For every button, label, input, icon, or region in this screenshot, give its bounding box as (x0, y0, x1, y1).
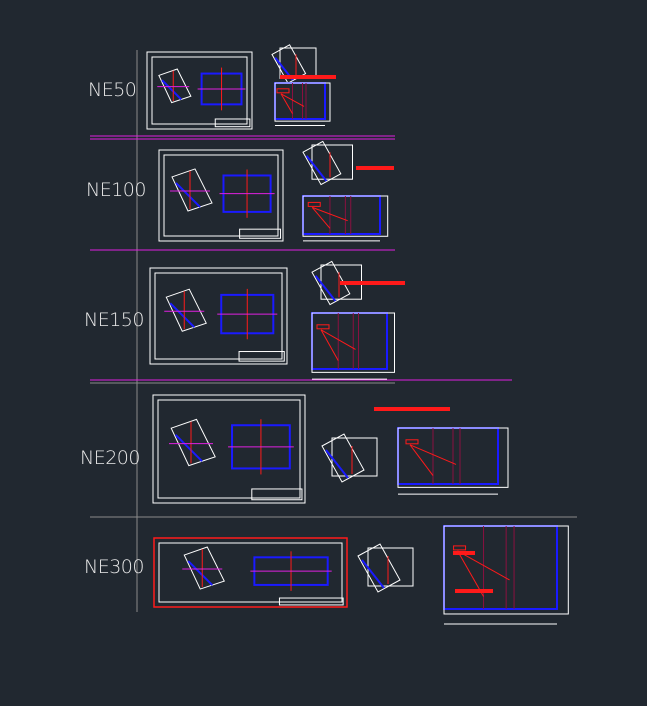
blue-edge (305, 155, 328, 182)
red-note (276, 88, 290, 94)
blue-edge (187, 560, 213, 586)
leader-line (280, 93, 293, 114)
drawing-frame (158, 149, 284, 242)
red-annotation-note (455, 589, 493, 593)
red-annotation-note (340, 281, 405, 285)
red-note (307, 201, 321, 207)
development-view (397, 427, 499, 485)
leader-line (280, 93, 305, 107)
drawing-border (158, 542, 343, 603)
leader-line (409, 444, 434, 476)
rotated-part-view (165, 288, 207, 332)
title-block (214, 118, 251, 128)
row-label-ne150: NE150 (84, 309, 144, 331)
rotated-part-view (170, 418, 216, 467)
leader-line (320, 329, 356, 350)
blue-edge (161, 79, 182, 101)
angled-detail-view (311, 260, 351, 306)
red-note (453, 545, 467, 551)
blue-edge (314, 275, 337, 302)
leader-line (311, 207, 331, 229)
red-annotation-note (356, 166, 394, 170)
drawing-frame (149, 267, 288, 365)
drawing-border (151, 56, 248, 125)
development-view (302, 195, 381, 235)
angled-detail-view (302, 140, 342, 186)
drawing-frame (146, 51, 253, 130)
detail-frame (311, 144, 353, 180)
angled-detail-view (271, 44, 307, 84)
detail-frame (331, 437, 378, 477)
blue-edge (169, 302, 195, 328)
red-note (405, 439, 419, 445)
drawing-border (163, 154, 279, 237)
title-block (278, 597, 344, 606)
leader-line (320, 329, 339, 361)
drawing-frame (152, 394, 306, 504)
leader-line (457, 550, 510, 581)
detail-frame (367, 547, 414, 587)
angled-detail-view (357, 543, 401, 593)
drawing-border (154, 272, 283, 360)
blue-edge (175, 182, 201, 208)
development-view (311, 312, 388, 370)
row-label-ne100: NE100 (86, 179, 146, 201)
red-annotation-note (453, 551, 475, 555)
leader-line (409, 444, 457, 465)
blue-edge (174, 434, 203, 462)
rotated-part-view (158, 68, 192, 104)
title-block (251, 488, 303, 501)
drawing-border (157, 399, 301, 499)
rotated-part-view (171, 168, 213, 212)
drawing-frame (153, 537, 348, 608)
red-annotation-note (280, 75, 336, 79)
blue-edge (361, 559, 385, 589)
development-view (443, 525, 558, 610)
detail-frame (279, 47, 317, 79)
blue-edge (325, 449, 349, 479)
row-label-ne50: NE50 (88, 79, 137, 101)
leader-line (312, 206, 348, 222)
angled-detail-view (321, 433, 365, 483)
leader-line (457, 550, 484, 597)
row-label-ne200: NE200 (80, 447, 140, 469)
row-label-ne300: NE300 (84, 556, 144, 578)
rotated-part-view (183, 546, 225, 590)
red-note (316, 324, 330, 330)
title-block (238, 351, 285, 362)
red-annotation-note (374, 407, 450, 411)
title-block (239, 228, 282, 239)
